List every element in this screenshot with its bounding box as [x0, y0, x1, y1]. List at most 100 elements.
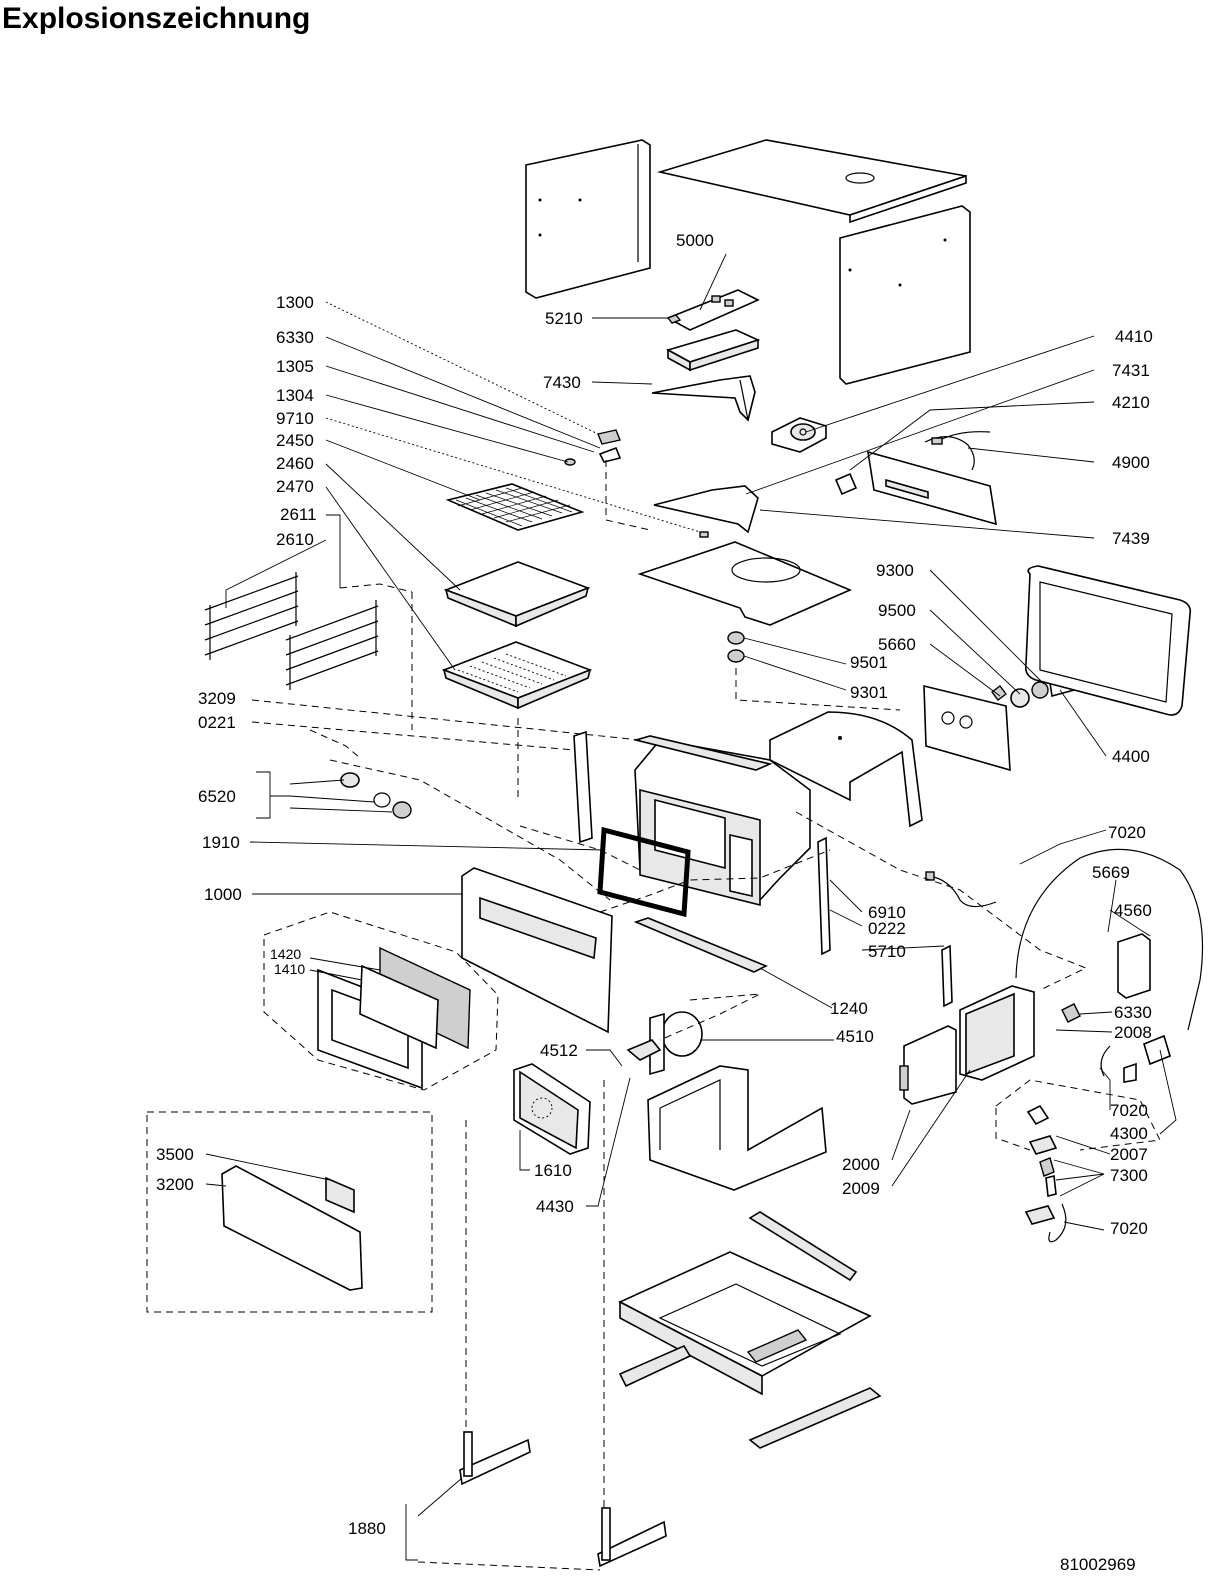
- oven-lamp: [340, 772, 412, 819]
- label-6330-b: 6330: [1114, 1003, 1152, 1022]
- top-strip: [632, 735, 773, 771]
- foot-right: [597, 1507, 667, 1568]
- cooling-fan: [771, 417, 827, 453]
- spring-parts: [727, 631, 745, 663]
- leader-lines: [205, 253, 1177, 1561]
- side-rail-left: [204, 572, 299, 660]
- label-7430: 7430: [543, 373, 581, 392]
- steam-generator: [899, 944, 1035, 1105]
- insulation-hood: [769, 711, 923, 828]
- part-labels: 5000 5210 1300 6330 1305 1304 9710 2450 …: [156, 231, 1153, 1574]
- rear-water-tank: [1024, 565, 1192, 716]
- door-gasket: [597, 826, 691, 918]
- label-2611: 2611: [280, 505, 317, 524]
- label-1300: 1300: [276, 293, 314, 312]
- oven-cavity: [634, 739, 811, 907]
- page-title: Explosionszeichnung: [2, 2, 311, 35]
- label-1420: 1420: [270, 946, 301, 962]
- baking-tray: [443, 561, 591, 628]
- valve-parts: [1024, 1104, 1067, 1243]
- label-3200: 3200: [156, 1175, 194, 1194]
- oven-door: [461, 867, 613, 1034]
- cable-harness: [834, 431, 991, 496]
- label-9501: 9501: [850, 653, 888, 672]
- label-1880: 1880: [348, 1519, 386, 1538]
- side-panel-right: [839, 205, 971, 385]
- label-5210: 5210: [545, 309, 583, 328]
- label-5669: 5669: [1092, 863, 1130, 882]
- label-2450: 2450: [276, 431, 314, 450]
- drawing-number: 81002969: [1060, 1555, 1136, 1574]
- temperature-sensor: [925, 871, 997, 908]
- label-1410: 1410: [274, 961, 305, 977]
- side-rail-right: [285, 600, 379, 690]
- side-strip: [573, 730, 593, 844]
- label-6330: 6330: [276, 328, 314, 347]
- label-2008: 2008: [1114, 1023, 1152, 1042]
- perforated-tray: [441, 641, 593, 710]
- label-7020-b: 7020: [1110, 1101, 1148, 1120]
- convection-fan: [626, 1011, 703, 1076]
- label-0222: 0222: [868, 919, 906, 938]
- bottom-strip: [633, 917, 768, 973]
- label-0221: 0221: [198, 713, 236, 732]
- label-7431: 7431: [1112, 361, 1150, 380]
- label-5710: 5710: [868, 942, 906, 961]
- label-1304: 1304: [276, 386, 314, 405]
- foot-left: [459, 1431, 531, 1486]
- electronics-board: [666, 289, 760, 331]
- label-6910: 6910: [868, 903, 906, 922]
- label-2000: 2000: [842, 1155, 880, 1174]
- label-4210: 4210: [1112, 393, 1150, 412]
- side-strip-right: [817, 836, 831, 956]
- small-parts: [564, 429, 709, 538]
- label-1000: 1000: [204, 885, 242, 904]
- label-2007: 2007: [1110, 1145, 1148, 1164]
- label-4560: 4560: [1114, 901, 1152, 920]
- label-1240: 1240: [830, 999, 868, 1018]
- pump-assembly: [1015, 848, 1204, 1083]
- wire-rack: [445, 483, 585, 531]
- side-panel-left: [525, 139, 651, 299]
- control-panel-front: [146, 1111, 433, 1313]
- label-3209: 3209: [198, 689, 236, 708]
- label-4512: 4512: [540, 1041, 578, 1060]
- module-box: [665, 329, 761, 372]
- assembly-lines: [309, 460, 1161, 1571]
- label-1305: 1305: [276, 357, 314, 376]
- top-cover: [656, 139, 967, 224]
- inner-shell: [647, 1065, 827, 1191]
- label-2460: 2460: [276, 454, 314, 473]
- label-7439: 7439: [1112, 529, 1150, 548]
- air-duct-lower: [653, 485, 759, 534]
- label-6520: 6520: [198, 787, 236, 806]
- label-2470: 2470: [276, 477, 314, 496]
- label-9300: 9300: [876, 561, 914, 580]
- bottom-frame: [618, 1251, 872, 1396]
- label-2009: 2009: [842, 1179, 880, 1198]
- label-4410: 4410: [1115, 327, 1153, 346]
- base-plate: [637, 541, 853, 626]
- bottom-strips: [618, 1211, 882, 1449]
- label-7020-c: 7020: [1110, 1219, 1148, 1238]
- label-4400: 4400: [1112, 747, 1150, 766]
- label-4430: 4430: [536, 1197, 574, 1216]
- label-1910: 1910: [202, 833, 240, 852]
- label-2610: 2610: [276, 530, 314, 549]
- label-9500: 9500: [878, 601, 916, 620]
- label-4510: 4510: [836, 1027, 874, 1046]
- control-panel: [867, 450, 997, 526]
- label-7300: 7300: [1110, 1166, 1148, 1185]
- label-3500: 3500: [156, 1145, 194, 1164]
- label-5660: 5660: [878, 635, 916, 654]
- label-9301: 9301: [850, 683, 888, 702]
- label-9710: 9710: [276, 409, 314, 428]
- label-7020: 7020: [1108, 823, 1146, 842]
- door-glass-assembly: [263, 911, 499, 1091]
- label-4900: 4900: [1112, 453, 1150, 472]
- label-1610: 1610: [534, 1161, 572, 1180]
- fan-housing: [513, 1063, 591, 1155]
- label-4300: 4300: [1110, 1124, 1148, 1143]
- label-5000: 5000: [676, 231, 714, 250]
